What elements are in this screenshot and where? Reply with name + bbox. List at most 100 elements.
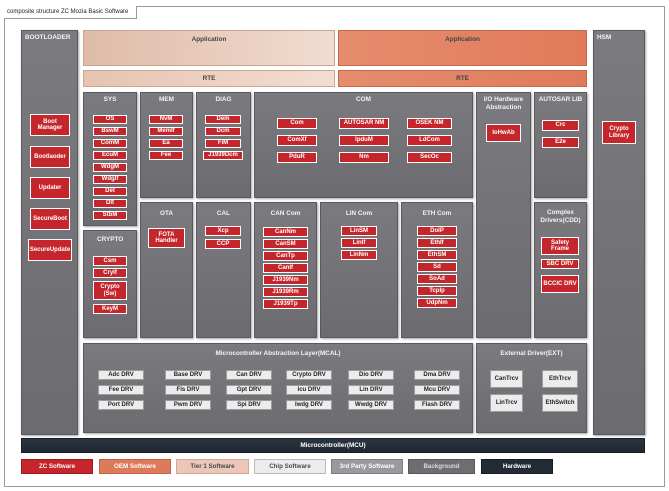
doip-block: DoIP bbox=[417, 226, 457, 236]
lin-com-panel: LIN Com bbox=[320, 202, 398, 338]
diagram-tab-title: composite structure ZC Mozia Basic Softw… bbox=[4, 6, 138, 19]
rte-left-label: RTE bbox=[202, 75, 216, 82]
nvm-block: NvM bbox=[149, 115, 183, 124]
e2e-block: E2e bbox=[542, 137, 579, 148]
wwdg-drv-block: Wwdg DRV bbox=[348, 400, 394, 410]
canif-block: CanIf bbox=[263, 263, 308, 273]
linsm-block: LinSM bbox=[341, 226, 377, 236]
comxf-block: ComXf bbox=[277, 135, 317, 146]
j1939dcm-block: J1939Dcm bbox=[203, 151, 243, 160]
legend-hardware: Hardware bbox=[481, 459, 553, 474]
crypto-drv-block: Crypto DRV bbox=[286, 370, 332, 380]
mcu-label: Microcontroller(MCU) bbox=[300, 442, 366, 449]
linnm-block: LinNm bbox=[341, 250, 377, 260]
keym-block: KeyM bbox=[93, 304, 127, 314]
mem-panel: MEM bbox=[140, 92, 193, 198]
bootloader-title: BOOTLOADER bbox=[25, 34, 71, 41]
dlt-block: Dlt bbox=[93, 199, 127, 208]
lin-drv-block: Lin DRV bbox=[348, 385, 394, 395]
ldcom-block: LdCom bbox=[407, 135, 452, 146]
flash-drv-block: Flash DRV bbox=[414, 400, 460, 410]
mcal-title: Microcontroller Abstraction Layer(MCAL) bbox=[215, 350, 341, 357]
hsm-title: HSM bbox=[597, 34, 612, 41]
fls-drv-block: Fls DRV bbox=[165, 385, 211, 395]
ethtrcv-block: EthTrcv bbox=[542, 370, 578, 388]
comm-block: ComM bbox=[93, 139, 127, 148]
memif-block: MemIf bbox=[149, 127, 183, 136]
cannm-block: CanNm bbox=[263, 227, 308, 237]
hsm-panel: HSM bbox=[593, 30, 645, 435]
iohwab-block: IoHwAb bbox=[486, 124, 521, 142]
cantrcv-block: CanTrcv bbox=[490, 370, 523, 388]
cdd-panel: Complex Drivers(CDD) bbox=[534, 202, 587, 338]
secureupdate-block: SecureUpdate bbox=[28, 239, 72, 261]
stbm-block: StbM bbox=[93, 211, 127, 220]
osek-nm-block: OSEK NM bbox=[407, 118, 452, 129]
mcal-panel: Microcontroller Abstraction Layer(MCAL) bbox=[83, 343, 473, 433]
secureboot-block: SecureBoot bbox=[30, 208, 70, 230]
lintrcv-block: LinTrcv bbox=[490, 394, 523, 412]
crypto-library-block: Crypto Library bbox=[602, 121, 636, 144]
wdgm-block: WdgM bbox=[93, 163, 127, 172]
dem-block: Dem bbox=[205, 115, 241, 124]
j1939tp-block: J1939Tp bbox=[263, 299, 308, 309]
bccic-drv-block: BCCIC DRV bbox=[541, 275, 579, 293]
legend-chip-software: Chip Software bbox=[254, 459, 326, 474]
ccp-block: CCP bbox=[205, 239, 241, 249]
pdur-block: PduR bbox=[277, 152, 317, 163]
linif-block: LinIf bbox=[341, 238, 377, 248]
fim-block: FiM bbox=[205, 139, 241, 148]
crypto-title: CRYPTO bbox=[97, 236, 124, 243]
gpt-drv-block: Gpt DRV bbox=[226, 385, 272, 395]
spi-drv-block: Spi DRV bbox=[226, 400, 272, 410]
os-block: OS bbox=[93, 115, 127, 124]
com-title: COM bbox=[356, 96, 371, 103]
j1939nm-block: J1939Nm bbox=[263, 275, 308, 285]
soad-block: SoAd bbox=[417, 274, 457, 284]
fota-handler-block: FOTA Handler bbox=[148, 228, 185, 248]
dio-drv-block: Dio DRV bbox=[348, 370, 394, 380]
application-right-band: Application bbox=[338, 30, 587, 66]
diag-panel: DIAG bbox=[196, 92, 251, 198]
legend-oem-software: OEM Software bbox=[99, 459, 171, 474]
sd-block: Sd bbox=[417, 262, 457, 272]
dma-drv-block: Dma DRV bbox=[414, 370, 460, 380]
j1939rm-block: J1939Rm bbox=[263, 287, 308, 297]
cantp-block: CanTp bbox=[263, 251, 308, 261]
legend-zc-software: ZC Software bbox=[21, 459, 93, 474]
autosar-nm-block: AUTOSAR NM bbox=[339, 118, 389, 129]
wdgif-block: WdgIf bbox=[93, 175, 127, 184]
fee-block: Fee bbox=[149, 151, 183, 160]
crypto-panel: CRYPTO bbox=[83, 230, 137, 338]
legend-3rd-party-software: 3rd Party Software bbox=[331, 459, 403, 474]
adc-drv-block: Adc DRV bbox=[98, 370, 144, 380]
icu-drv-block: Icu DRV bbox=[286, 385, 332, 395]
udpnm-block: UdpNm bbox=[417, 298, 457, 308]
rte-left-band: RTE bbox=[83, 70, 335, 87]
lin-com-title: LIN Com bbox=[345, 210, 373, 217]
rte-right-label: RTE bbox=[456, 75, 469, 82]
sys-title: SYS bbox=[103, 96, 117, 103]
ethsm-block: EthSM bbox=[417, 250, 457, 260]
port-drv-block: Port DRV bbox=[98, 400, 144, 410]
cdd-title: Complex Drivers(CDD) bbox=[540, 209, 581, 224]
ethif-block: EthIf bbox=[417, 238, 457, 248]
ota-title: OTA bbox=[159, 210, 173, 217]
mcu-drv-block: Mcu DRV bbox=[414, 385, 460, 395]
bootloader-panel: BOOTLOADER bbox=[21, 30, 78, 435]
nm-block: Nm bbox=[339, 152, 389, 163]
csm-block: Csm bbox=[93, 256, 127, 266]
bootloader-block: Bootlaoder bbox=[30, 146, 70, 168]
fee-drv-block: Fee DRV bbox=[98, 385, 144, 395]
pwm-drv-block: Pwm DRV bbox=[165, 400, 211, 410]
application-left-label: Application bbox=[191, 36, 227, 43]
ea-block: Ea bbox=[149, 139, 183, 148]
ecum-block: EcuM bbox=[93, 151, 127, 160]
ext-title: External Driver(EXT) bbox=[500, 350, 563, 357]
can-com-title: CAN Com bbox=[270, 210, 301, 217]
ipdum-block: IpduM bbox=[339, 135, 389, 146]
boot-manager-block: Boot Manager bbox=[30, 114, 70, 136]
legend-tier1-software: Tier 1 Software bbox=[176, 459, 249, 474]
com-block: Com bbox=[277, 118, 317, 129]
crc-block: Crc bbox=[542, 120, 579, 131]
